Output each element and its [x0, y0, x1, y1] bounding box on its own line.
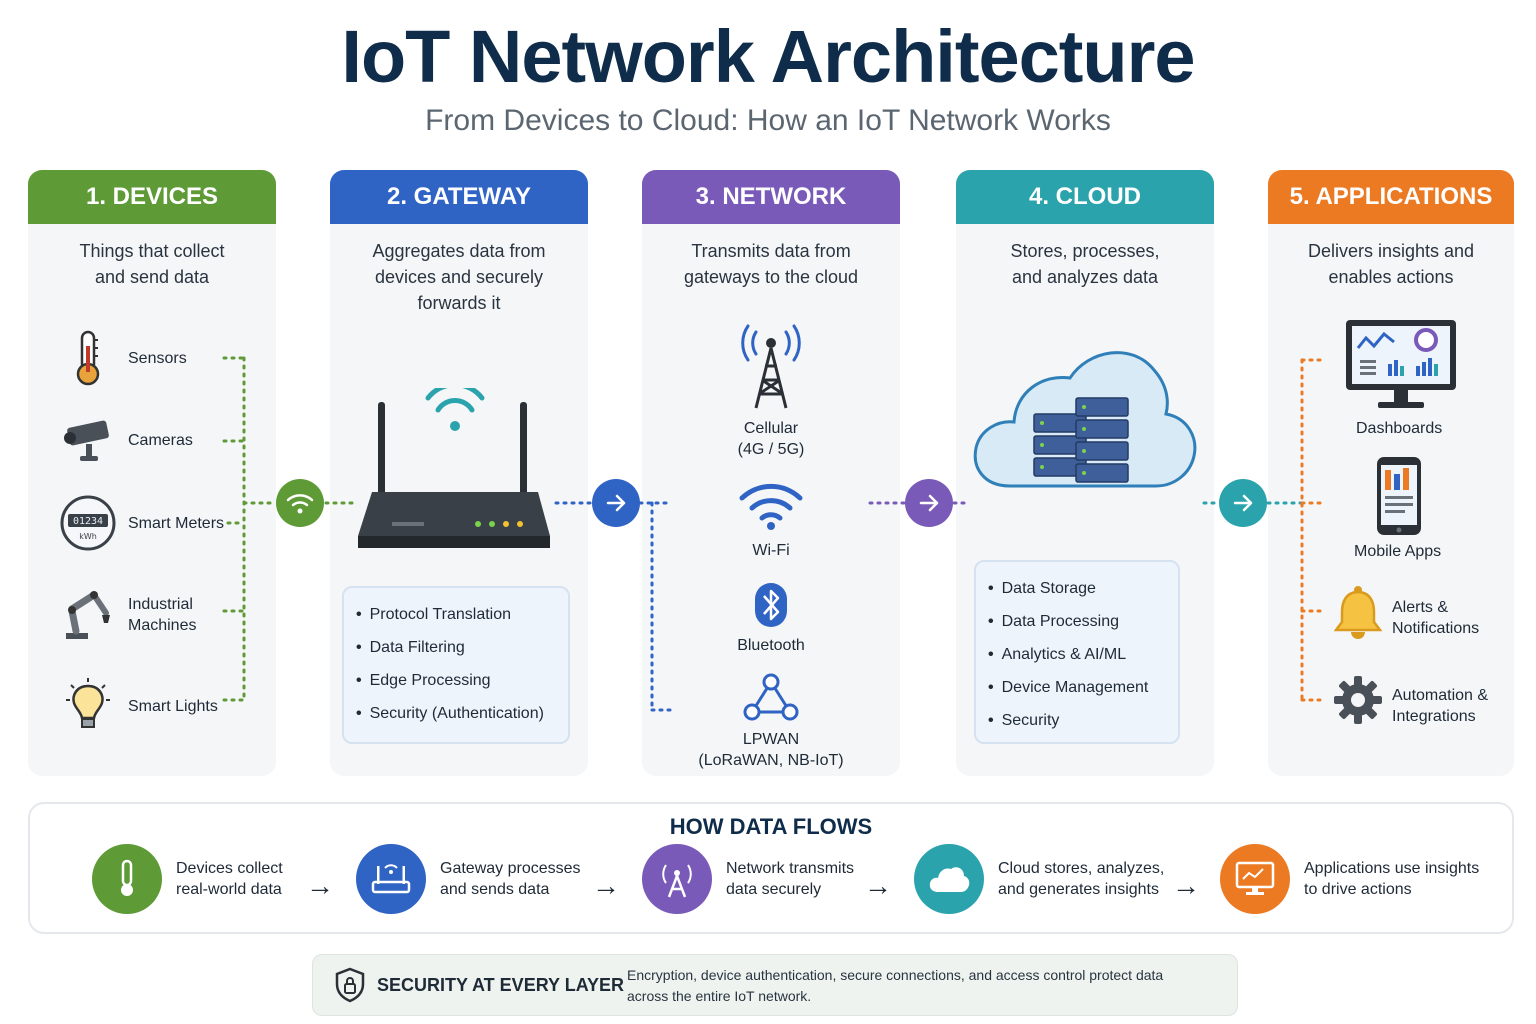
thermometer-icon: [58, 328, 118, 388]
network-header: 3. NETWORK: [642, 170, 900, 224]
cloud-description: Stores, processes, and analyzes data: [1010, 241, 1160, 287]
app-mobile-apps: Mobile Apps: [1354, 543, 1442, 560]
devices-column: 1. DEVICES Things that collect and send …: [28, 170, 276, 776]
bell-icon: [1333, 584, 1383, 640]
device-sensors: Sensors: [58, 328, 187, 388]
wifi-connector-icon: [276, 479, 324, 527]
flow-step-gateway: Gateway processes and sends data: [356, 844, 581, 914]
gateway-feature: Data Filtering: [356, 631, 556, 664]
device-industrial-machines: Industrial Machines: [58, 585, 196, 645]
network-description: Transmits data from gateways to the clou…: [683, 241, 859, 287]
robot-arm-icon: [58, 585, 118, 645]
router-icon: [350, 382, 560, 554]
gear-icon: [1332, 674, 1384, 726]
cloud-feature: Device Management: [988, 671, 1166, 704]
applications-header: 5. APPLICATIONS: [1268, 170, 1514, 224]
gateway-header: 2. GATEWAY: [330, 170, 588, 224]
cloud-feature: Data Processing: [988, 605, 1166, 638]
network-bluetooth: Bluetooth: [737, 637, 805, 654]
network-wifi: Wi-Fi: [752, 542, 790, 559]
device-label: Industrial Machines: [128, 596, 197, 634]
flow-step-cloud: Cloud stores, analyzes, and generates in…: [914, 844, 1164, 914]
meter-icon: 01234 kWh: [58, 493, 118, 553]
applications-description: Delivers insights and enables actions: [1307, 241, 1475, 287]
gateway-feature: Security (Authentication): [356, 697, 556, 730]
device-label: Sensors: [128, 349, 187, 367]
device-cameras: Cameras: [58, 410, 193, 470]
security-title: SECURITY AT EVERY LAYER: [377, 975, 625, 995]
data-flow-panel: HOW DATA FLOWS Devices collect real-worl…: [28, 802, 1514, 934]
phone-icon: [1376, 456, 1422, 536]
gateway-feature: Protocol Translation: [356, 598, 556, 631]
app-alerts: Alerts & Notifications: [1392, 599, 1480, 637]
cloud-header: 4. CLOUD: [956, 170, 1214, 224]
router-icon: [356, 844, 426, 914]
flow-arrow: →: [1172, 870, 1200, 901]
meter-display: 01234: [73, 516, 103, 527]
devices-description: Things that collect and send data: [79, 241, 225, 287]
flow-arrow: →: [864, 870, 892, 901]
cloud-feature: Analytics & AI/ML: [988, 638, 1166, 671]
data-flow-title: HOW DATA FLOWS: [669, 814, 873, 839]
network-lpwan: LPWAN (LoRaWAN, NB-IoT): [698, 731, 844, 769]
camera-icon: [58, 410, 118, 470]
monitor-icon: [1344, 318, 1458, 412]
flow-step-applications: Applications use insights to drive actio…: [1220, 844, 1479, 914]
security-banner: SECURITY AT EVERY LAYER Encryption, devi…: [312, 954, 1238, 1016]
flow-step-network: Network transmits data securely: [642, 844, 854, 914]
flow-step-devices: Devices collect real-world data: [92, 844, 283, 914]
bluetooth-icon: [754, 582, 788, 628]
flow-arrow: →: [306, 870, 334, 901]
cloud-servers-icon: [970, 340, 1200, 494]
device-smart-meters: 01234 kWh Smart Meters: [58, 493, 224, 553]
gateway-description: Aggregates data from devices and securel…: [372, 241, 546, 313]
app-dashboards: Dashboards: [1356, 420, 1443, 437]
gateway-features: Protocol Translation Data Filtering Edge…: [342, 586, 570, 744]
network-cellular: Cellular (4G / 5G): [737, 420, 805, 458]
device-smart-lights: Smart Lights: [58, 676, 218, 736]
flow-arrow: →: [592, 870, 620, 901]
cloud-icon: [914, 844, 984, 914]
cell-tower-icon: [642, 844, 712, 914]
monitor-icon: [1220, 844, 1290, 914]
cloud-feature: Data Storage: [988, 572, 1166, 605]
wifi-icon: [738, 480, 804, 532]
thermometer-icon: [92, 844, 162, 914]
cloud-features: Data Storage Data Processing Analytics &…: [974, 560, 1180, 744]
arrow-right-icon: [1219, 479, 1267, 527]
lightbulb-icon: [58, 676, 118, 736]
network-nodes-icon: [742, 672, 800, 724]
page-subtitle: From Devices to Cloud: How an IoT Networ…: [425, 104, 1111, 137]
arrow-right-icon: [592, 479, 640, 527]
network-column: 3. NETWORK Transmits data from gateways …: [642, 170, 900, 776]
gateway-feature: Edge Processing: [356, 664, 556, 697]
security-description: Encryption, device authentication, secur…: [627, 967, 1164, 1004]
device-label: Cameras: [128, 431, 193, 449]
page-title: IoT Network Architecture: [341, 15, 1195, 98]
meter-unit: kWh: [79, 532, 97, 541]
devices-header: 1. DEVICES: [28, 170, 276, 224]
arrow-right-icon: [905, 479, 953, 527]
device-label: Smart Lights: [128, 697, 218, 715]
cell-tower-icon: [734, 318, 808, 412]
shield-lock-icon: [335, 967, 365, 1003]
cloud-feature: Security: [988, 704, 1166, 737]
device-label: Smart Meters: [128, 514, 225, 532]
app-automation: Automation & Integrations: [1392, 687, 1489, 725]
